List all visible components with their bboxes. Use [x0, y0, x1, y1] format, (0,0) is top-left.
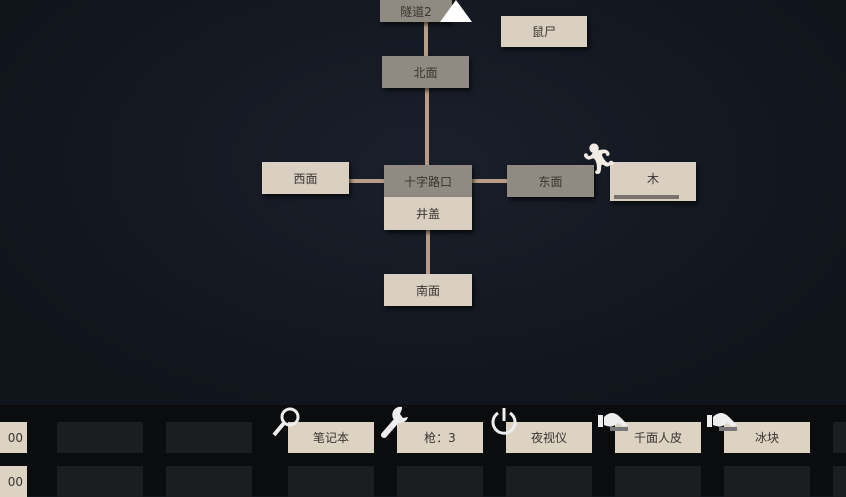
node-north[interactable]: 北面 [382, 56, 469, 88]
inventory-slot-empty[interactable] [57, 466, 143, 497]
rope-path [425, 88, 429, 166]
inventory-slot-empty[interactable] [288, 466, 374, 497]
node-tunnel2[interactable]: 隧道2 [380, 0, 452, 22]
node-rat-corpse[interactable]: 鼠尸 [501, 16, 587, 47]
rope-path [426, 230, 430, 275]
running-player-icon: 🏃︎ [580, 142, 619, 177]
magnifier-icon[interactable] [270, 405, 304, 445]
node-south[interactable]: 南面 [384, 274, 472, 306]
inventory-slot-empty[interactable] [833, 422, 846, 453]
rope-path [472, 179, 508, 183]
node-west[interactable]: 西面 [262, 162, 349, 194]
inventory-slot-empty[interactable] [724, 466, 810, 497]
inventory-slot-empty[interactable] [833, 466, 846, 497]
grab-hand-icon[interactable] [705, 409, 739, 443]
inventory-bar: 00 00 笔记本 枪：3 夜视仪 千面人皮 冰块 [0, 405, 846, 497]
node-wood-label: 木 [646, 172, 659, 186]
inventory-item-notebook[interactable]: 笔记本 [288, 422, 374, 453]
node-east[interactable]: 东面 [507, 165, 594, 197]
inventory-slot-empty[interactable] [506, 466, 592, 497]
inventory-slot-empty[interactable] [166, 466, 252, 497]
inventory-item-night-vision[interactable]: 夜视仪 [506, 422, 592, 453]
node-crossroad[interactable]: 十字路口 [384, 165, 472, 197]
node-manhole[interactable]: 井盖 [384, 197, 472, 230]
inventory-slot-empty[interactable] [397, 466, 483, 497]
inventory-item-ice[interactable]: 冰块 [724, 422, 810, 453]
power-icon[interactable] [488, 405, 520, 443]
inventory-item-face-skin[interactable]: 千面人皮 [615, 422, 701, 453]
rope-path [424, 20, 428, 58]
node-wood[interactable]: 木 [610, 162, 696, 201]
inventory-slot-empty[interactable] [57, 422, 143, 453]
inventory-item-gun[interactable]: 枪：3 [397, 422, 483, 453]
wood-progress-bar [614, 195, 679, 199]
wrench-icon[interactable] [378, 405, 412, 445]
inventory-slot-partial[interactable]: 00 [0, 422, 27, 453]
rope-path [349, 179, 385, 183]
map-area: 隧道2 鼠尸 北面 西面 十字路口 井盖 东面 木 🏃︎ 南面 [0, 0, 846, 405]
inventory-slot-partial[interactable]: 00 [0, 466, 27, 497]
grab-hand-icon[interactable] [596, 409, 630, 443]
inventory-slot-empty[interactable] [166, 422, 252, 453]
inventory-slot-empty[interactable] [615, 466, 701, 497]
white-triangle-marker [440, 0, 472, 22]
